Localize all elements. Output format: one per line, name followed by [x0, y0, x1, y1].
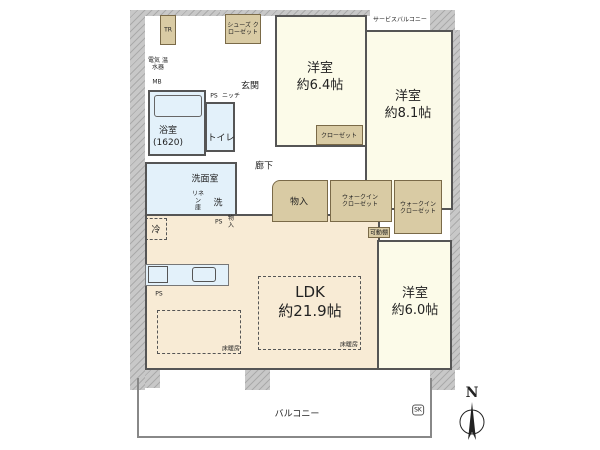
room-label: サービスバルコニー: [373, 16, 427, 24]
room-label: 廊下: [254, 161, 274, 172]
floor-heating-area-1: [157, 310, 241, 354]
fridge-space: [145, 218, 167, 240]
kitchen-sink: [192, 267, 216, 282]
room-label: シューズ クローゼット: [227, 22, 259, 36]
room-ldk: [145, 214, 380, 370]
fixture-label: 可動棚: [369, 229, 389, 237]
room-label: 玄関: [240, 81, 260, 92]
column: [145, 368, 160, 388]
fixture-label: 物入: [227, 215, 234, 229]
room-toilet: [205, 102, 235, 152]
column: [245, 368, 270, 390]
shoes-closet: [225, 14, 261, 44]
room-label: ウォークイン クローゼット: [399, 201, 436, 215]
room-label: ウォークイン クローゼット: [341, 194, 378, 208]
fixture-label: リネン 庫: [192, 190, 205, 212]
balcony: [137, 378, 432, 438]
compass-icon: [459, 402, 485, 440]
room-washroom: [145, 162, 237, 216]
top-wall: [130, 10, 220, 16]
room-label: トイレ: [207, 133, 235, 144]
fixture-label: 洗: [213, 198, 223, 209]
walk-in-closet-1: [330, 180, 392, 222]
tr-box: [160, 15, 176, 45]
left-wall: [130, 10, 145, 390]
fixture-label: 床暖房: [221, 345, 241, 353]
fixture-label: PS: [155, 290, 163, 298]
compass-north-label: N: [465, 385, 479, 401]
fixture-label: TR: [164, 26, 172, 34]
top-wall-2: [220, 10, 370, 16]
fixture-label: ニッチ: [221, 92, 241, 100]
room-label: 物入: [289, 197, 309, 208]
fixture-label: 冷: [151, 225, 161, 236]
fixture-label: PS: [210, 92, 218, 100]
room-label: バルコニー: [274, 409, 320, 420]
fixture-label: PS: [215, 218, 223, 226]
compass: N: [455, 385, 490, 440]
walk-in-closet-2: [394, 180, 442, 234]
movable-shelf: [368, 227, 390, 238]
fixture-label: MB: [152, 78, 162, 86]
room-label: 洋室約6.0帖: [391, 286, 439, 318]
fixture-label: 電気 温水器: [148, 57, 168, 71]
column: [430, 368, 455, 390]
kitchen-counter: [145, 264, 229, 286]
stove-icon: [148, 266, 168, 283]
room-label: 洋室約6.4帖: [296, 61, 344, 93]
column: [430, 10, 455, 35]
room-label: 洋室約8.1帖: [384, 89, 432, 121]
right-wall: [450, 30, 460, 370]
floor-heating-area-2: [258, 276, 361, 350]
room-western-6-0: [377, 240, 452, 370]
room-label: 洗面室: [191, 174, 219, 185]
room-label: クローゼット: [320, 132, 358, 140]
closet: [316, 125, 363, 145]
storage: [272, 180, 328, 222]
fixture-label: 床暖房: [339, 341, 359, 349]
fixture-label: SK: [412, 404, 424, 416]
room-label: 浴室(1620): [153, 126, 183, 148]
bathtub: [154, 95, 202, 117]
